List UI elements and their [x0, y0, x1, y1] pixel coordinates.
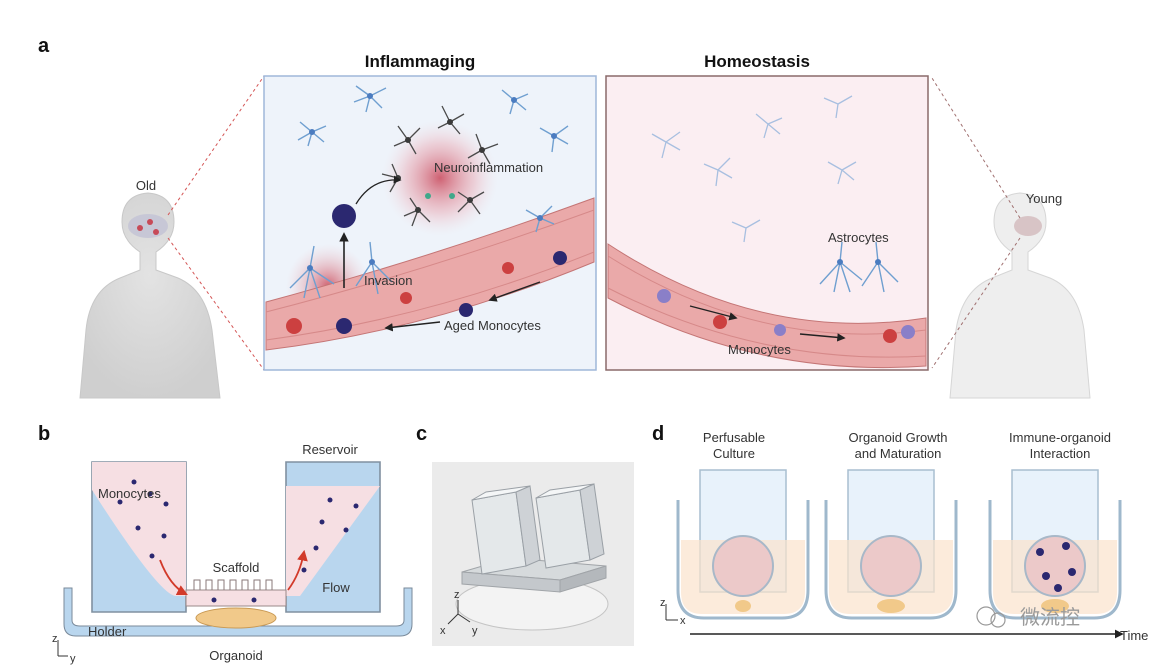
axis-c-z: z: [454, 589, 460, 601]
axis-d-z: z: [660, 597, 666, 609]
zoom-line-top-left: [167, 75, 265, 216]
stage2-line1: Organoid Growth: [849, 430, 948, 445]
homeostasis-box: Astrocytes Monocytes: [605, 75, 929, 371]
invasion-label: Invasion: [364, 273, 412, 288]
watermark: 微流控: [976, 605, 1080, 629]
panel-c-letter: c: [416, 423, 427, 445]
axis-c-x: x: [440, 625, 446, 637]
axis-c-y: y: [472, 625, 478, 637]
axis-d-x: x: [680, 615, 686, 627]
monocytes-label: Monocytes: [728, 342, 791, 357]
stage3-line2: Interaction: [1030, 446, 1091, 461]
device-photo: [455, 483, 609, 631]
stage2-line2: and Maturation: [855, 446, 942, 461]
young-label: Young: [1026, 191, 1062, 206]
watermark-text: 微流控: [1020, 605, 1080, 629]
panel-d-letter: d: [652, 423, 664, 445]
scaffold-label: Scaffold: [213, 560, 260, 575]
holder-label: Holder: [88, 624, 127, 639]
old-person-figure: [79, 192, 221, 399]
monocytes-b: [117, 479, 359, 603]
panel-b-letter: b: [38, 423, 50, 445]
stage3-line1: Immune-organoid: [1009, 430, 1111, 445]
flow-arrow-right-2: [799, 333, 846, 342]
axis-b-z: z: [52, 633, 58, 645]
reactive-glia-cluster: [381, 105, 499, 227]
aged-monocytes-left: [286, 204, 567, 334]
scaffold: [193, 579, 273, 590]
panel-b: b Reservoir Monocytes Scaffold Flow Hold…: [38, 423, 413, 665]
young-person-figure: [949, 192, 1091, 399]
flow-label: Flow: [322, 580, 350, 595]
axis-glyph-b: z y: [52, 633, 76, 665]
organoid-b: [195, 607, 277, 629]
flow-arrow-left-2: [384, 321, 441, 332]
monocytes-b-label: Monocytes: [98, 486, 161, 501]
blood-vessel-left: [265, 197, 595, 351]
axis-glyph-d: z x: [660, 597, 686, 627]
neuroinflammation-label: Neuroinflammation: [434, 160, 543, 175]
astrocytes-label: Astrocytes: [828, 230, 889, 245]
infiltration-arrow: [355, 175, 402, 205]
astrocytes-right: [819, 241, 899, 293]
panel-d: d Perfusable: [652, 423, 1148, 643]
flow-arrow-left-1: [488, 281, 541, 302]
panel-a: a Inflammaging Homeostasis Old Young: [38, 35, 1091, 399]
blood-vessel-right: [607, 243, 927, 369]
reservoir-label: Reservoir: [302, 442, 358, 457]
panel-a-letter: a: [38, 35, 50, 57]
astrocyte-cluster-left: [289, 85, 569, 299]
stage-immune-organoid-interaction: [988, 469, 1122, 620]
stage1-line2: Culture: [713, 446, 755, 461]
flow-arrow-in: [159, 559, 188, 595]
panel-c: c z x y: [416, 423, 634, 646]
flow-arrow-right-1: [689, 305, 738, 321]
organoid-label: Organoid: [209, 648, 262, 663]
old-label: Old: [136, 178, 156, 193]
flow-arrow-out: [287, 549, 308, 591]
inflammaging-title: Inflammaging: [365, 52, 476, 71]
zoom-line-top-right: [931, 77, 1021, 219]
axis-glyph-c: z x y: [440, 589, 478, 637]
monocytes-right: [657, 289, 915, 343]
inflammaging-box: Neuroinflammation Invasion Aged Monocyte…: [263, 75, 597, 371]
neuroinflammation-area: [382, 120, 498, 236]
axis-b-y: y: [70, 653, 76, 665]
stage1-line1: Perfusable: [703, 430, 765, 445]
monocytes-d: [1036, 542, 1076, 592]
resting-astrocytes-right: [651, 95, 857, 243]
homeostasis-title: Homeostasis: [704, 52, 810, 71]
zoom-line-bottom-right: [931, 237, 1021, 369]
stage-organoid-growth: [824, 469, 958, 620]
aged-monocytes-label: Aged Monocytes: [444, 318, 541, 333]
time-label: Time: [1120, 628, 1148, 643]
stage-perfusable-culture: [676, 469, 810, 620]
